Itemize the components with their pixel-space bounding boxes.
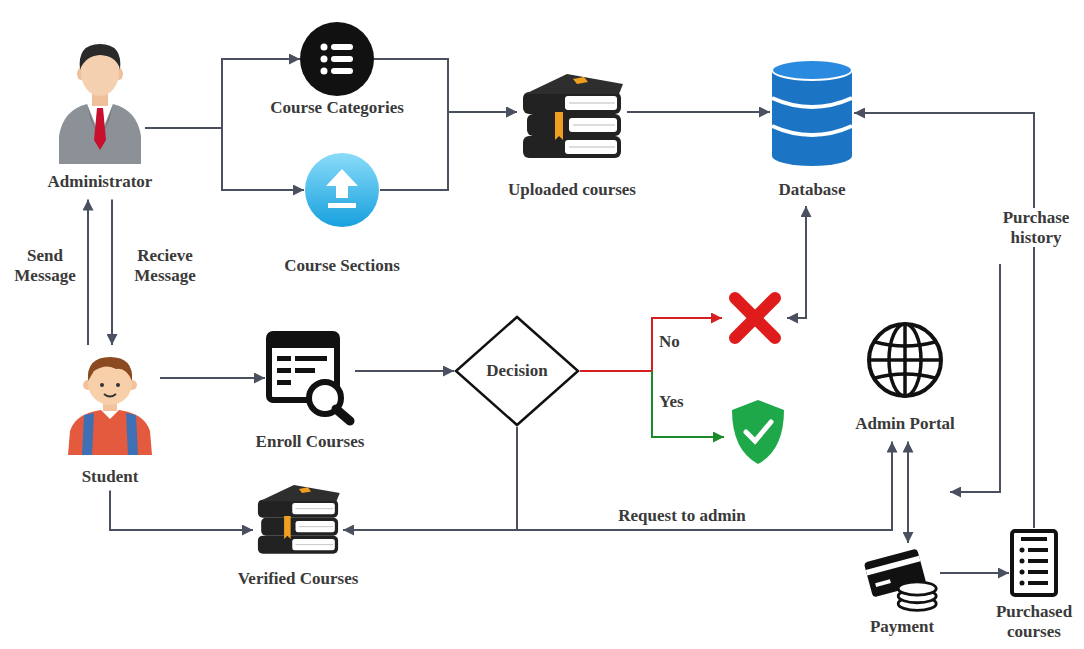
node-icon: [60, 345, 160, 455]
node-icon: [55, 36, 145, 164]
database-node: Database: [770, 58, 854, 200]
flow-connector: [145, 59, 300, 128]
payment-node: Payment: [864, 543, 940, 637]
flow-connector: [517, 427, 892, 530]
node-label: Decision: [486, 361, 547, 381]
flow-connector: [87, 200, 89, 345]
flow-connector: [160, 377, 265, 379]
node-label: Database: [778, 180, 845, 200]
node-icon: [770, 58, 854, 168]
node-label: Uploaded courses: [508, 180, 636, 200]
flow-connector: [907, 442, 909, 543]
node-icon: [265, 330, 355, 426]
node-icon: [1009, 528, 1059, 598]
node-label: Admin Portal: [855, 414, 955, 434]
sections-node: Course Sections: [284, 152, 400, 276]
uploaded-node: Uploaded courses: [508, 62, 636, 200]
node-label: Course Sections: [284, 256, 400, 276]
node-icon: [300, 22, 374, 96]
flow-connector: [145, 128, 304, 190]
icon-graphic: [59, 44, 141, 164]
flow-connector: [111, 200, 113, 345]
flow-connector: [343, 427, 517, 530]
administrator-node: Administrator: [48, 36, 153, 192]
icon-graphic: [258, 485, 340, 554]
node-label: Course Categories: [270, 98, 404, 118]
flow-connector: [380, 112, 517, 190]
node-label: Administrator: [48, 172, 153, 192]
node-label: Verified Courses: [238, 569, 359, 589]
flow-connector: [627, 111, 770, 113]
flow-connector: [940, 572, 1009, 574]
icon-graphic: [869, 324, 941, 396]
flow-connector: [110, 491, 253, 530]
history-feed-line: [950, 264, 1000, 492]
branch-label: Yes: [657, 392, 686, 412]
icon-graphic: [523, 74, 623, 158]
portal-node: Admin Portal: [855, 320, 955, 434]
icon-graphic: [68, 357, 152, 455]
node-icon: [253, 475, 343, 557]
node-label: Enroll Courses: [256, 432, 365, 452]
yes-branch-line: [652, 371, 724, 437]
edge-label: Request to admin: [600, 506, 764, 526]
enroll-node: Enroll Courses: [256, 330, 365, 452]
icon-graphic: [305, 153, 379, 227]
node-icon: [517, 62, 627, 162]
purchased-node: Purchased courses: [991, 528, 1077, 641]
branch-label: No: [657, 332, 682, 352]
decision-diamond: Decision: [454, 315, 580, 427]
icon-graphic: [1012, 531, 1056, 595]
database-check-line: [787, 206, 806, 318]
verified-node: Verified Courses: [238, 475, 359, 589]
icon-graphic: [772, 60, 852, 166]
student-node: Student: [60, 345, 160, 487]
diamond-shape: [456, 317, 578, 425]
edge-label: Purchase history: [990, 208, 1082, 247]
edge-label: Recieve Message: [120, 246, 210, 285]
categories-node: Course Categories: [270, 22, 404, 118]
reject-cross: [735, 298, 775, 338]
node-label: Payment: [870, 617, 934, 637]
node-icon: [865, 320, 945, 400]
node-label: Purchased courses: [991, 602, 1077, 641]
node-icon: [304, 152, 380, 228]
node-icon: [864, 543, 940, 613]
icon-graphic: [300, 22, 374, 96]
flow-connector: [854, 113, 1034, 528]
flow-connector: [355, 370, 454, 372]
edge-label: Send Message: [4, 246, 86, 285]
icon-graphic: [864, 548, 936, 610]
icon-graphic: [269, 334, 350, 421]
approve-shield: [732, 400, 784, 464]
node-label: Student: [82, 467, 139, 487]
no-branch-line: [580, 318, 722, 371]
